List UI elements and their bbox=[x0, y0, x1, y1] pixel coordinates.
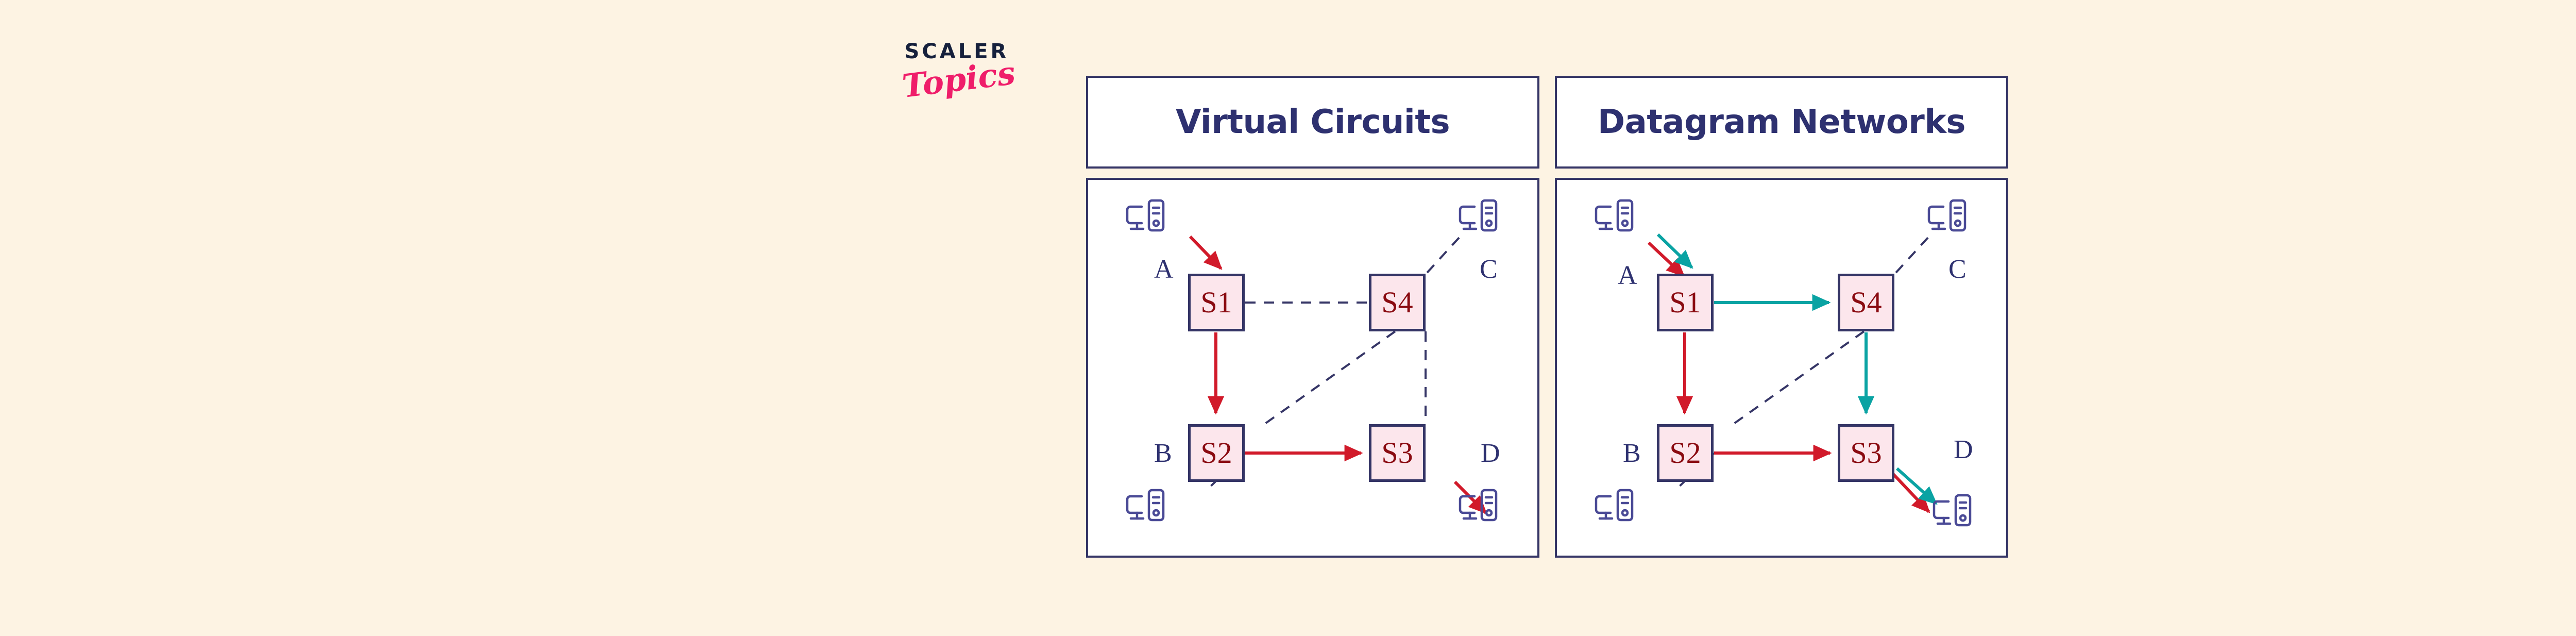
switch-label-s2: S2 bbox=[1200, 436, 1232, 470]
host-label-c: C bbox=[1948, 255, 1967, 284]
route2-seg-a-s1 bbox=[1656, 233, 1693, 269]
switch-label-s1: S1 bbox=[1200, 286, 1232, 319]
host-label-a: A bbox=[1154, 255, 1174, 284]
panel-header-virtual-circuits: Virtual Circuits bbox=[1086, 76, 1539, 169]
switch-node-s1[interactable]: S1 bbox=[1657, 274, 1714, 331]
switch-node-s2[interactable]: S2 bbox=[1188, 424, 1245, 482]
link-s4-c bbox=[1895, 236, 1930, 274]
switch-node-s2[interactable]: S2 bbox=[1657, 424, 1714, 482]
dashed-links-group bbox=[1207, 236, 1461, 490]
panel-header-datagram-networks: Datagram Networks bbox=[1555, 76, 2008, 169]
switch-label-s4: S4 bbox=[1381, 286, 1413, 319]
computer-icon-d bbox=[1457, 487, 1501, 523]
switch-node-s4[interactable]: S4 bbox=[1838, 274, 1894, 331]
computer-icon-c bbox=[1457, 197, 1501, 233]
switch-node-s3[interactable]: S3 bbox=[1838, 424, 1894, 482]
switch-node-s4[interactable]: S4 bbox=[1369, 274, 1426, 331]
panel-datagram-networks: Datagram Networks bbox=[1555, 76, 2008, 558]
panel-virtual-circuits: Virtual Circuits bbox=[1086, 76, 1539, 558]
scaler-topics-logo: SCALER Topics bbox=[882, 41, 1031, 129]
route-seg-a-s1 bbox=[1189, 235, 1223, 270]
computer-icon-c bbox=[1926, 197, 1970, 233]
link-s4-s2 bbox=[1263, 330, 1396, 425]
switch-label-s4: S4 bbox=[1850, 286, 1882, 319]
diagram-svg-datagram-networks bbox=[1647, 233, 1938, 513]
logo-wordmark: SCALER bbox=[904, 40, 1009, 63]
route1-seg-s3-d bbox=[1891, 472, 1930, 513]
diagram-datagram-networks bbox=[1557, 180, 2006, 556]
computer-icon-d bbox=[1931, 492, 1975, 528]
computer-icon-a bbox=[1124, 197, 1168, 233]
panel-title-virtual-circuits: Virtual Circuits bbox=[1175, 103, 1450, 141]
host-label-d: D bbox=[1954, 435, 1973, 464]
host-label-b: B bbox=[1623, 439, 1641, 468]
switch-label-s3: S3 bbox=[1381, 436, 1413, 470]
switch-label-s3: S3 bbox=[1850, 436, 1882, 470]
route-datagram-path-1 bbox=[1647, 241, 1930, 513]
switch-label-s1: S1 bbox=[1669, 286, 1701, 319]
computer-icon-b bbox=[1124, 487, 1168, 523]
host-label-b: B bbox=[1154, 439, 1172, 468]
route1-seg-a-s1 bbox=[1647, 241, 1685, 277]
switch-node-s1[interactable]: S1 bbox=[1188, 274, 1245, 331]
route-datagram-path-2 bbox=[1656, 233, 1938, 505]
host-label-c: C bbox=[1480, 255, 1498, 284]
route2-seg-s3-d bbox=[1895, 467, 1938, 505]
host-label-d: D bbox=[1481, 439, 1500, 468]
switch-label-s2: S2 bbox=[1669, 436, 1701, 470]
computer-icon-b bbox=[1593, 487, 1637, 523]
link-s4-c bbox=[1426, 236, 1461, 274]
link-s4-s2 bbox=[1732, 330, 1865, 425]
panel-body-datagram-networks: A C B D S1 S4 S2 S3 bbox=[1555, 178, 2008, 558]
switch-node-s3[interactable]: S3 bbox=[1369, 424, 1426, 482]
computer-icon-a bbox=[1593, 197, 1637, 233]
host-label-a: A bbox=[1618, 261, 1637, 290]
panel-body-virtual-circuits: A C B D S1 S4 S2 S3 bbox=[1086, 178, 1539, 558]
panel-title-datagram-networks: Datagram Networks bbox=[1598, 103, 1966, 141]
